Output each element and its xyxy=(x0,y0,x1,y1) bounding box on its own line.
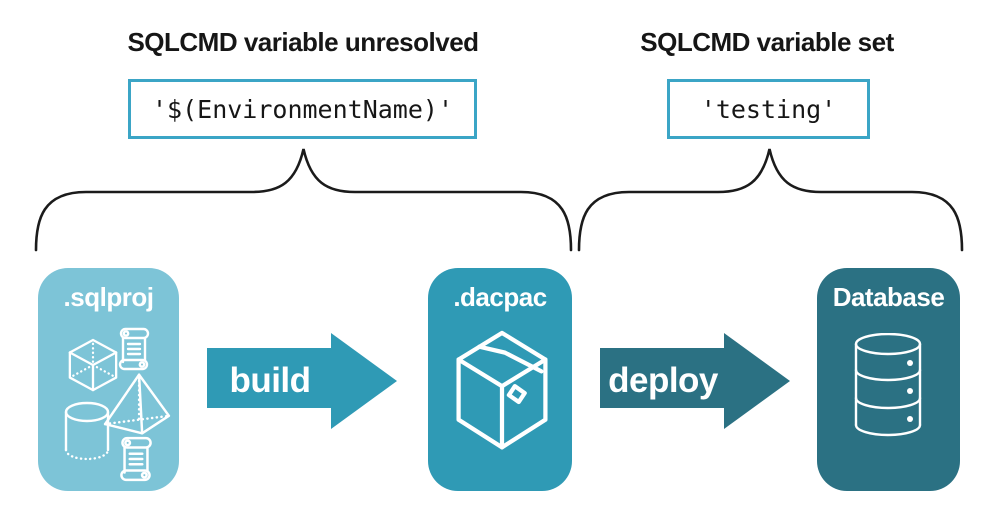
database-cylinder-icon xyxy=(853,333,923,437)
pyramid-icon xyxy=(101,370,173,438)
sql-script-scroll-icon xyxy=(113,325,155,373)
stage-dacpac-label: .dacpac xyxy=(453,282,547,312)
sql-script-scroll-icon xyxy=(115,434,157,484)
code-text-testing-value: 'testing' xyxy=(700,94,837,124)
cube-icon xyxy=(66,336,120,396)
code-box-testing-value: 'testing' xyxy=(667,79,870,139)
deploy-arrow xyxy=(600,333,790,429)
code-text-environment-variable: '$(EnvironmentName)' xyxy=(151,94,454,124)
cylinder-icon xyxy=(62,400,112,462)
build-arrow xyxy=(207,333,397,429)
callout-title-set: SQLCMD variable set xyxy=(640,27,894,57)
stage-database-label: Database xyxy=(832,282,945,312)
stage-sqlproj: .sqlproj xyxy=(38,268,179,491)
build-arrow-label: build xyxy=(229,361,311,400)
stage-dacpac: .dacpac xyxy=(428,268,572,491)
brace-left-build-scope xyxy=(34,148,573,252)
brace-right-deploy-scope xyxy=(577,148,964,252)
callout-title-unresolved: SQLCMD variable unresolved xyxy=(127,27,479,57)
stage-database: Database xyxy=(817,268,960,491)
stage-sqlproj-label: .sqlproj xyxy=(63,282,154,312)
package-box-icon xyxy=(452,325,552,473)
deploy-arrow-label: deploy xyxy=(608,361,718,400)
code-box-environment-variable: '$(EnvironmentName)' xyxy=(128,79,477,139)
